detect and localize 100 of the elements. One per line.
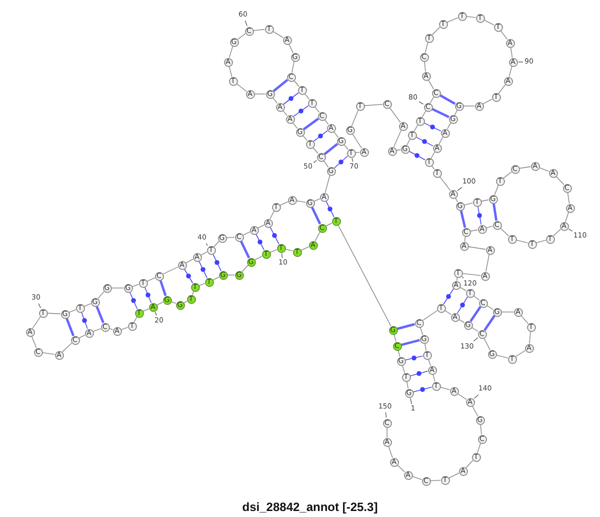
backbone-line [500,30,508,40]
backbone-line [324,174,330,194]
backbone-line [288,44,294,54]
backbone-line [184,300,188,304]
backbone-line [314,198,320,202]
base-pair-line [326,200,334,218]
backbone-line [536,240,546,244]
backbone-line [520,315,528,324]
backbone-line [280,201,288,206]
backbone-line [92,328,102,332]
base-pair-line [432,108,450,118]
base-pair-line [404,356,424,360]
backbone-line [212,276,220,280]
backbone-line [516,240,528,244]
base-pair-line [401,338,420,346]
backbone-line [352,133,362,149]
backbone-line [485,254,490,272]
base-pair-line [144,286,152,304]
backbone-line [466,460,474,468]
backbone-line [84,303,92,307]
base-pair-line [293,105,309,117]
backbone-line [484,338,490,350]
backbone-line [291,61,295,73]
backbone-line [494,184,499,196]
backbone-line [270,249,278,253]
backbone-line [242,232,250,236]
backbone-line [430,96,434,104]
backbone-line [484,20,494,26]
backbone-line [486,305,494,310]
backbone-line [146,277,156,282]
backbone-line [78,334,86,338]
backbone-line [420,326,424,336]
backbone-line [242,264,248,272]
backbone-line [62,342,72,352]
backbone-line [386,427,388,438]
backbone-line [440,386,450,390]
base-pair-line [492,203,498,221]
backbone-line [388,446,393,458]
backbone-line [258,224,264,228]
backbone-line [227,274,235,276]
backbone-line [338,224,392,326]
base-pair-line [184,268,194,284]
backbone-line [482,98,492,104]
backbone-line [351,110,359,126]
backbone-line [428,79,434,90]
base-pair-line [410,370,428,376]
backbone-line [430,480,441,482]
base-pair-line [470,306,482,322]
backbone-line [430,152,436,158]
base-pair-line [256,234,264,250]
backbone-line [200,252,208,256]
backbone-line [500,228,510,236]
backbone-line [503,171,512,179]
base-pair-line [412,386,432,392]
backbone-line [296,200,306,203]
backbone-line [424,61,426,72]
backbone-line [402,364,406,374]
base-pair-line [283,92,299,105]
backbone-line [32,316,41,329]
backbone-line [462,273,481,276]
backbone-line [439,176,451,191]
backbone-line [422,310,438,321]
backbone-line [477,442,481,454]
backbone-line [214,240,220,248]
backbone-line [466,16,476,18]
backbone-line [120,327,128,330]
base-pair-line [66,318,74,336]
backbone-line [480,424,482,435]
backbone-line [471,327,479,332]
backbone-line [446,17,458,23]
backbone-line [393,130,402,148]
base-pair-line [416,136,434,146]
diagram-title: dsi_28842_annot [-25.3] [242,500,378,514]
backbone-line [406,381,409,389]
base-pair-line [334,156,348,168]
base-pair-line [313,130,328,142]
backbone-line [508,66,512,78]
backbone-line [132,284,140,287]
backbone-line [567,192,570,204]
backbone-line [496,354,508,358]
backbone-line [228,46,234,58]
base-pair-line [324,142,338,156]
backbone-line [472,406,478,416]
backbone-line [538,167,550,172]
backbone-line [424,42,428,54]
backbone-line [142,308,150,312]
backbone-line [444,310,452,315]
backbone-line [481,199,489,202]
backbone-line [422,110,426,118]
backbone-line [31,336,37,348]
backbone-line [529,331,531,344]
backbone-line [162,266,178,274]
base-pair-line [240,240,250,258]
backbone-line [254,256,262,260]
base-pair-line [424,122,442,132]
backbone-line [253,29,265,31]
base-pair-line [439,94,456,105]
backbone-line [314,232,320,242]
base-pair-line [198,260,208,278]
backbone-line [470,229,478,232]
